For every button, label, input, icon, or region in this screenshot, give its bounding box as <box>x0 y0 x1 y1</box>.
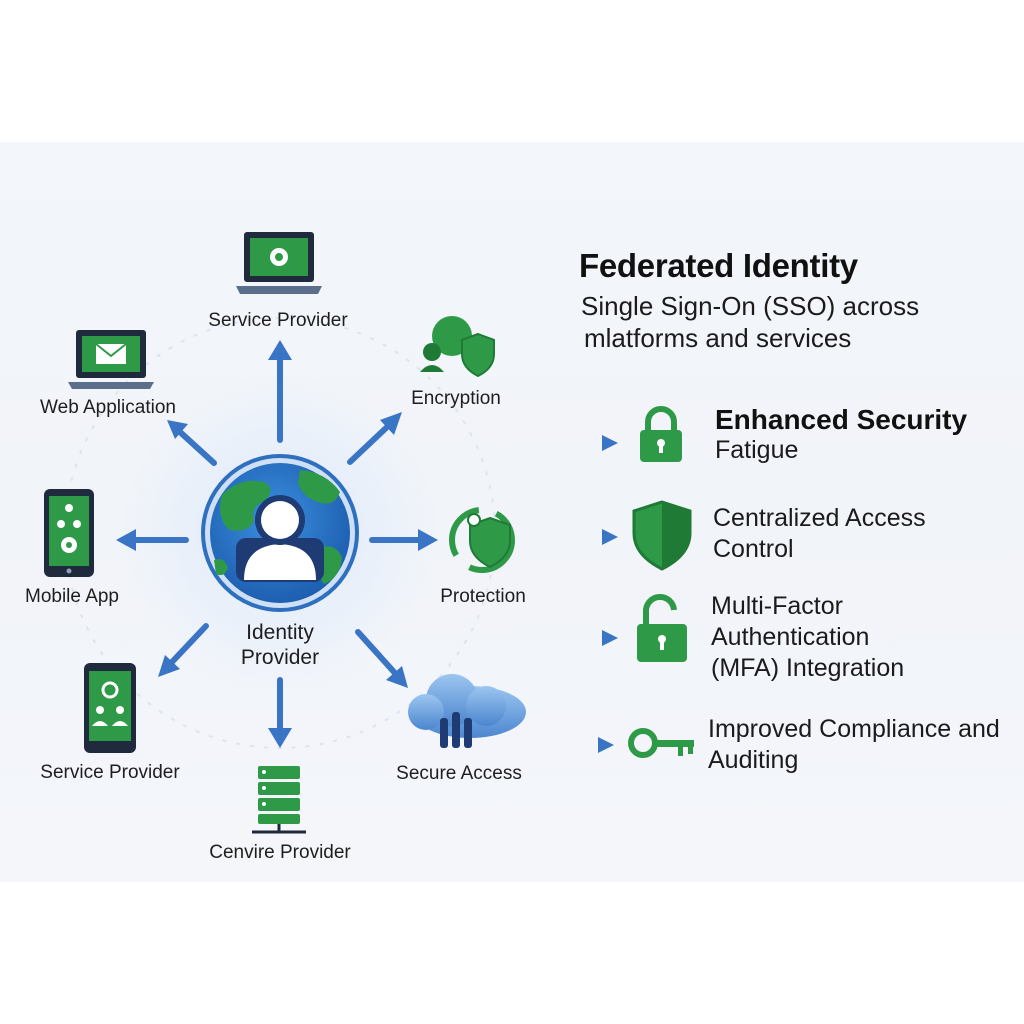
arrow-down-right <box>355 629 397 675</box>
mobile-app-label: Mobile App <box>24 586 120 607</box>
mail-laptop-icon <box>68 330 154 389</box>
arrow-up-left <box>177 429 217 466</box>
feature-centralized-access: Centralized Access Control <box>713 503 926 565</box>
feature-title: Enhanced Security <box>715 404 968 435</box>
feature-line2: Authentication <box>711 623 870 651</box>
encryption-shield-icon <box>420 316 495 378</box>
feature-line1: Centralized Access <box>713 504 926 532</box>
cenvire-provider-label: Cenvire Provider <box>209 842 351 863</box>
arrow-up-right <box>347 425 389 465</box>
service-provider-bottom-label: Service Provider <box>40 762 180 783</box>
web-application-label: Web Application <box>40 397 176 418</box>
service-provider-top-label: Service Provider <box>208 310 348 331</box>
protection-shield-icon <box>449 507 515 573</box>
laptop-icon <box>236 232 322 294</box>
mobile-phone-icon <box>44 489 94 577</box>
lock-icon <box>640 406 682 462</box>
feature-subtitle: Fatigue <box>715 436 799 464</box>
hub-arrows <box>116 340 438 748</box>
hub-label-line1: Identity <box>246 621 314 644</box>
mobile-settings-icon <box>84 663 136 753</box>
subtitle-line2: mlatforms and services <box>584 323 852 353</box>
feature-line2: Auditing <box>708 746 799 774</box>
identity-provider-label: Identity Provider <box>241 620 319 670</box>
feature-line1: Improved Compliance and <box>708 715 1000 743</box>
page-title: Federated Identity <box>579 247 858 284</box>
cloud-icon <box>408 674 526 748</box>
server-rack-icon <box>252 766 306 834</box>
feature-mfa: Multi-Factor Authentication (MFA) Integr… <box>711 591 904 684</box>
feature-enhanced-security: Enhanced Security Fatigue <box>715 404 967 466</box>
feature-line1: Multi-Factor <box>711 592 843 620</box>
protection-label: Protection <box>440 586 526 607</box>
feature-compliance: Improved Compliance and Auditing <box>708 714 1000 776</box>
subtitle: Single Sign-On (SSO) across mlatforms an… <box>581 290 919 354</box>
feature-line3: (MFA) Integration <box>711 654 905 682</box>
key-icon <box>628 728 694 758</box>
feature-arrows <box>556 435 618 753</box>
open-lock-icon <box>637 593 687 662</box>
arrow-down-left <box>169 623 209 665</box>
subtitle-line1: Single Sign-On (SSO) across <box>581 291 920 321</box>
hub-label-line2: Provider <box>240 646 320 669</box>
secure-access-label: Secure Access <box>396 763 522 784</box>
encryption-label: Encryption <box>411 388 501 409</box>
identity-provider-globe-icon <box>201 454 359 612</box>
shield-icon <box>632 500 692 571</box>
feature-line2: Control <box>713 535 794 563</box>
